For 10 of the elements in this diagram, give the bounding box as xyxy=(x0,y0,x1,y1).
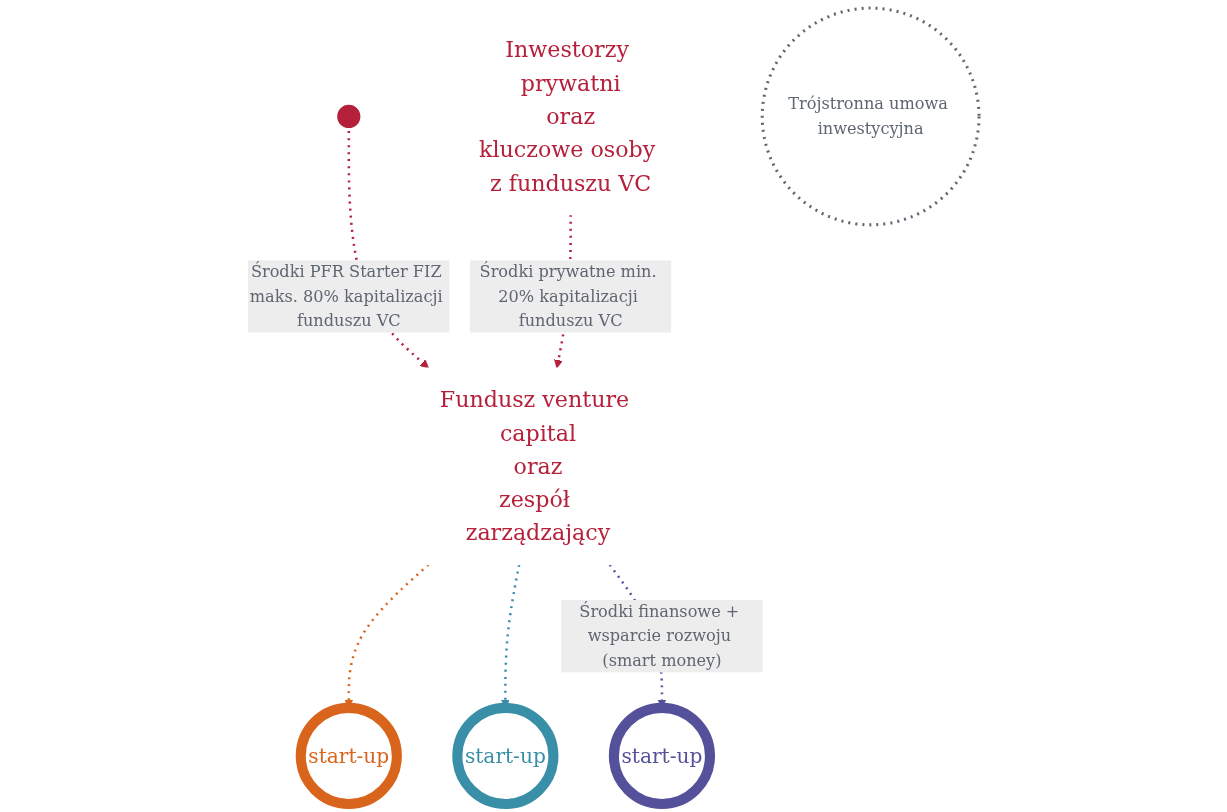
edge-label: Środki prywatne min. 20% kapitalizacji funduszu VC xyxy=(479,262,657,330)
node-text: Fundusz venture capital oraz zespół zarządzający xyxy=(439,387,630,546)
node-circle: start-up xyxy=(452,702,559,809)
node-circle: start-up xyxy=(295,702,402,809)
node-circle: Trójstronna umowa inwestycyjna xyxy=(760,6,981,227)
edge-label: Środki finansowe + wsparcie rozwoju (smart money) xyxy=(579,601,740,670)
node-circle: start-up xyxy=(608,702,715,809)
node-text: Inwestorzy prywatni oraz kluczowe osoby z funduszu VC xyxy=(478,37,656,196)
node-circle xyxy=(337,104,361,129)
edge-label: Środki PFR Starter FIZ maks. 80% kapitalizacji funduszu VC xyxy=(249,262,443,330)
